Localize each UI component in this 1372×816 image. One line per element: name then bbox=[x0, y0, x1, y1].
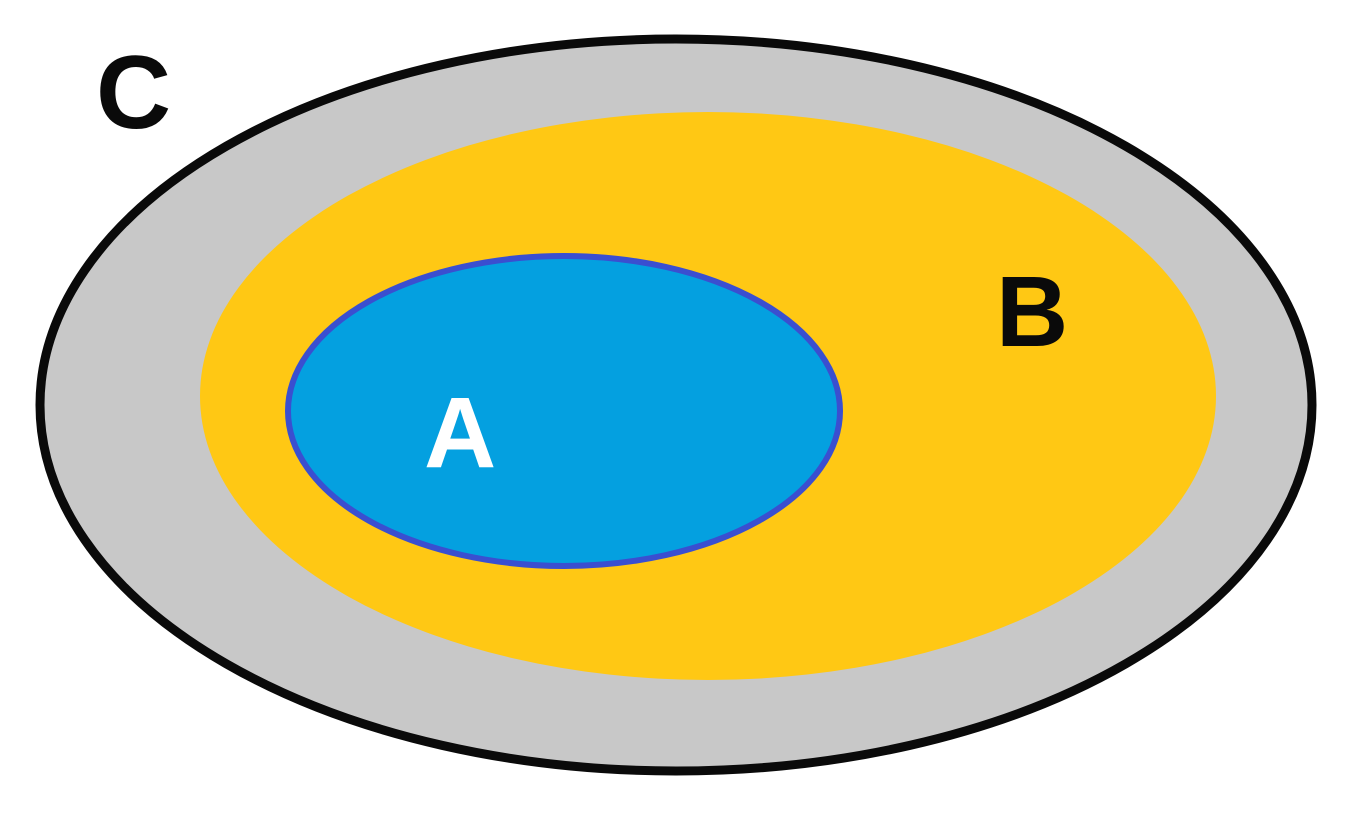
set-b-label: B bbox=[996, 256, 1068, 368]
set-a-label: A bbox=[424, 377, 496, 489]
set-a-region bbox=[285, 253, 843, 569]
set-c-label: C bbox=[96, 35, 171, 151]
